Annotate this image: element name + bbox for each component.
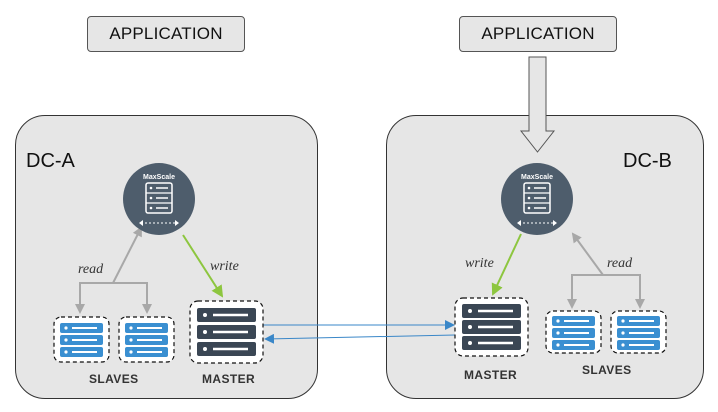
dc-b-read-label: read xyxy=(607,256,633,271)
master-server-icon xyxy=(189,300,264,364)
dc-b-slaves-label: SLAVES xyxy=(582,363,632,377)
slave-server-icon xyxy=(545,310,602,354)
application-label-right: APPLICATION xyxy=(481,24,595,43)
maxscale-label-a: MaxScale xyxy=(143,174,175,181)
datacenter-a-label: DC-A xyxy=(26,150,75,172)
application-to-maxscale-arrow xyxy=(519,56,556,153)
dc-a-read-arrows xyxy=(75,226,152,314)
maxscale-server-icon: MaxScale xyxy=(501,163,573,235)
master-server-icon xyxy=(454,297,529,357)
maxscale-label-b: MaxScale xyxy=(521,174,553,181)
maxscale-server-icon: MaxScale xyxy=(123,163,195,235)
dc-a-master-label: MASTER xyxy=(202,372,256,386)
slave-server-icon xyxy=(53,316,110,363)
dc-a-slaves-label: SLAVES xyxy=(89,372,139,386)
dc-b-master-label: MASTER xyxy=(464,368,518,382)
dc-b-read-arrows xyxy=(567,232,645,309)
application-label-left: APPLICATION xyxy=(109,24,223,43)
dc-a-read-label: read xyxy=(78,262,104,277)
dc-a-write-label: write xyxy=(210,259,239,274)
replication-arrow xyxy=(263,320,456,344)
slave-server-icon xyxy=(118,316,175,363)
application-box-right: APPLICATION xyxy=(459,16,617,52)
dc-b-write-label: write xyxy=(465,256,494,271)
application-box-left: APPLICATION xyxy=(87,16,245,52)
dc-b-write-arrow xyxy=(491,233,522,296)
dc-a-write-arrow xyxy=(182,234,224,298)
datacenter-b-label: DC-B xyxy=(623,150,672,172)
slave-server-icon xyxy=(610,310,667,354)
